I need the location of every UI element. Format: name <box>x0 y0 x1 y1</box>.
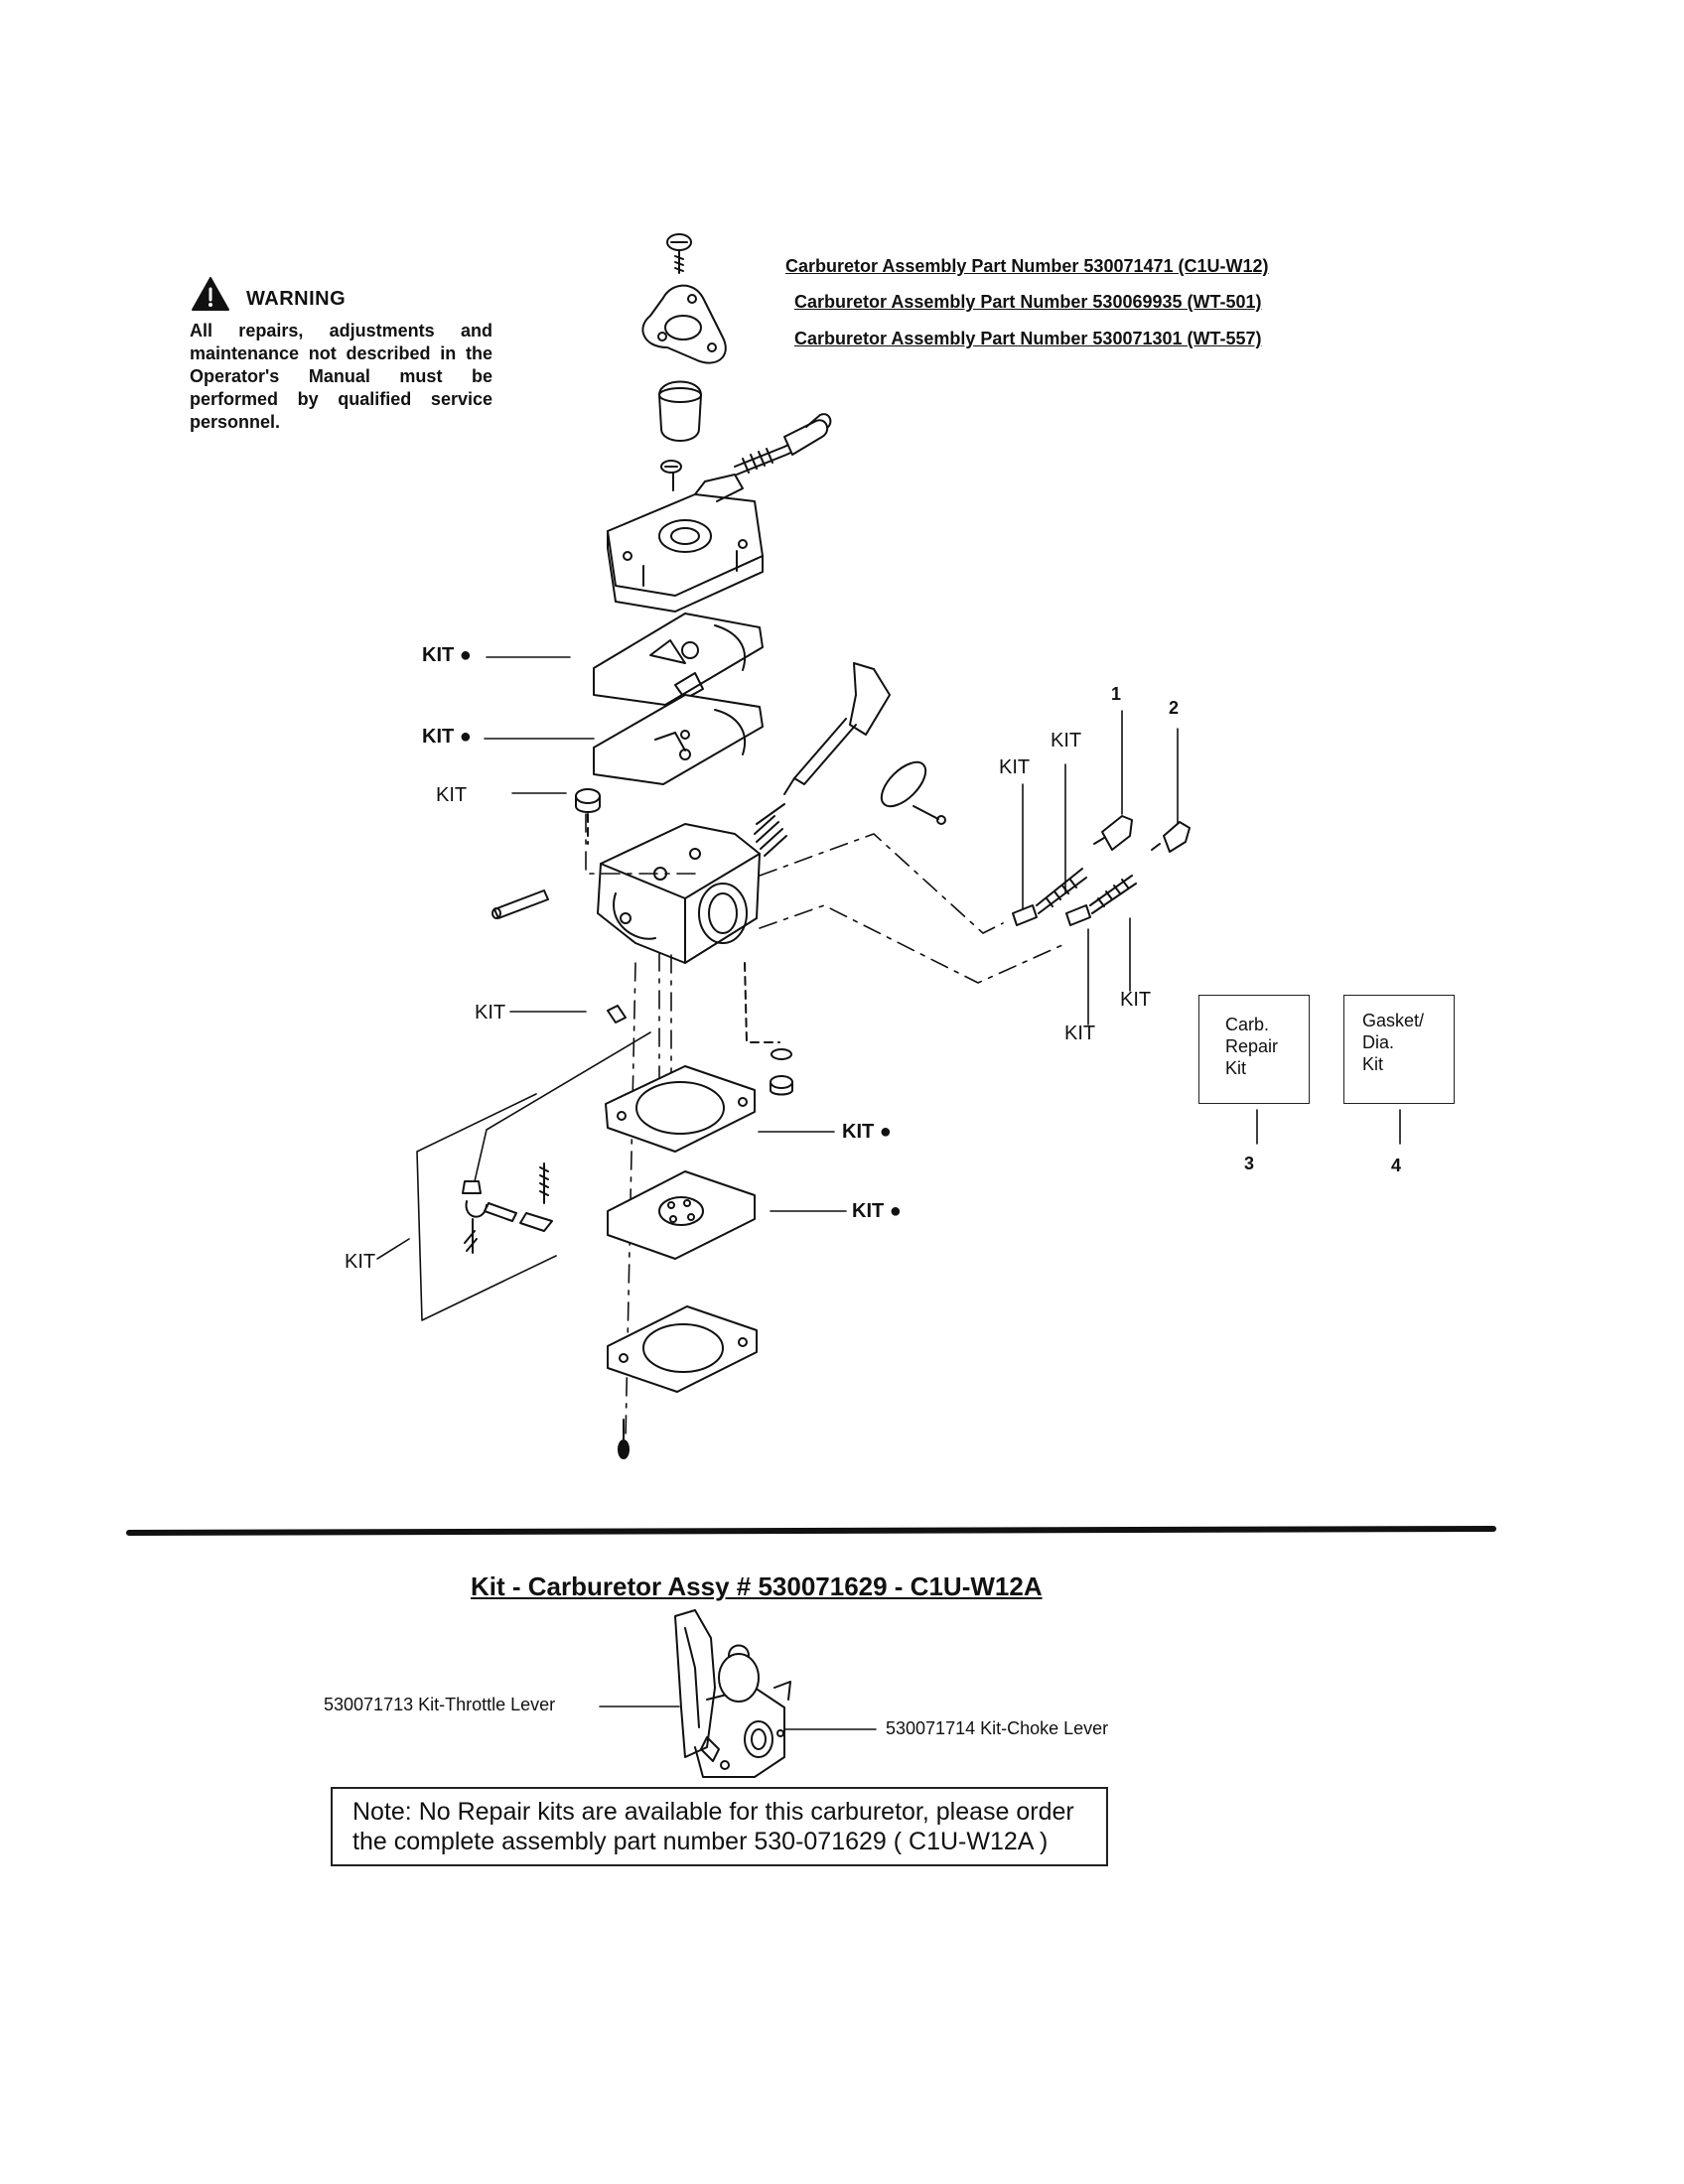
pump-diaphragm-part <box>605 1065 756 1153</box>
pump-gasket-part <box>607 1170 756 1260</box>
kit-leader-lines <box>599 1706 877 1730</box>
flange-gasket-part <box>641 284 727 364</box>
callout-kit-pump-gasket: KIT ● <box>852 1200 902 1222</box>
kit-section-title: Kit - Carburetor Assy # 530071629 - C1U-… <box>471 1571 1043 1601</box>
throttle-shaft-part <box>783 662 946 825</box>
limiter-cap-2-part <box>1151 821 1191 853</box>
welch-plug-part <box>484 1202 517 1222</box>
pump-cover-part <box>607 474 764 613</box>
small-screw-part <box>660 460 682 491</box>
limiter-cap-1-part <box>1093 815 1133 851</box>
metering-diaphragm-part <box>593 694 764 785</box>
assembly-number-1: Carburetor Assembly Part Number 53007147… <box>785 256 1269 276</box>
pin-part <box>491 889 549 919</box>
warning-title: WARNING <box>246 288 347 310</box>
callout-kit-needle: KIT <box>436 784 468 806</box>
callout-kit-screw-b: KIT <box>1051 730 1082 751</box>
inlet-needle-part <box>575 788 601 845</box>
callout-kit-left: KIT <box>345 1251 376 1273</box>
kit-carburetor-illustration <box>674 1609 791 1778</box>
carb-repair-kit-box: Carb. Repair Kit <box>1198 995 1310 1104</box>
callout-kit-jet: KIT <box>475 1002 506 1024</box>
check-valve-small-part <box>462 1180 488 1254</box>
warning-triangle-icon <box>192 277 229 311</box>
metering-gasket-part <box>593 613 764 706</box>
check-valve-part <box>744 962 793 1096</box>
idle-screw-part <box>734 413 832 476</box>
note-line-2: the complete assembly part number 530-07… <box>352 1828 1049 1855</box>
callout-kit-gasket: KIT ● <box>422 644 472 666</box>
callout-leaders <box>376 656 1401 1260</box>
filter-cup-part <box>658 380 702 442</box>
gasket-dia-kit-line-1: Gasket/ <box>1362 1011 1425 1030</box>
bottom-cover-part <box>607 1305 758 1393</box>
jet-part <box>607 1005 627 1024</box>
adjust-screw-1-part <box>1012 868 1087 926</box>
bottom-screw-part <box>618 1419 630 1459</box>
alignment-lines <box>585 813 1063 984</box>
throttle-lever-kit-label: 530071713 Kit-Throttle Lever <box>324 1695 556 1714</box>
choke-lever-kit-label: 530071714 Kit-Choke Lever <box>886 1718 1109 1738</box>
carburetor-body-part <box>597 823 761 964</box>
callout-2: 2 <box>1169 698 1180 718</box>
gasket-dia-kit-line-2: Dia. <box>1362 1032 1395 1052</box>
callout-kit-diaphragm: KIT ● <box>422 726 472 748</box>
callout-kit-pump-diaphragm: KIT ● <box>842 1121 892 1143</box>
callout-kit-screw-c: KIT <box>1064 1023 1096 1044</box>
carb-repair-kit-line-2: Repair <box>1225 1036 1279 1056</box>
assembly-number-3: Carburetor Assembly Part Number 53007130… <box>794 329 1262 348</box>
callout-kit-screw-d: KIT <box>1120 989 1152 1011</box>
section-divider <box>126 1526 1496 1536</box>
carb-repair-kit-line-3: Kit <box>1225 1058 1247 1078</box>
adjust-screw-2-part <box>1065 875 1137 926</box>
warning-text: All repairs, adjustments and maintenance… <box>190 321 492 432</box>
gasket-dia-kit-line-3: Kit <box>1362 1054 1384 1074</box>
gasket-dia-kit-box: Gasket/ Dia. Kit <box>1343 995 1455 1104</box>
note-line-1: Note: No Repair kits are available for t… <box>352 1798 1074 1826</box>
callout-4: 4 <box>1391 1156 1402 1175</box>
throttle-return-spring-part <box>519 1162 553 1232</box>
no-repair-kits-note: Note: No Repair kits are available for t… <box>331 1787 1108 1866</box>
top-screw-part <box>666 233 692 274</box>
throttle-spring-part <box>754 803 787 857</box>
carb-repair-kit-line-1: Carb. <box>1225 1015 1270 1034</box>
callout-kit-screw-a: KIT <box>999 756 1031 778</box>
assembly-number-2: Carburetor Assembly Part Number 53006993… <box>794 292 1262 312</box>
callout-3: 3 <box>1244 1154 1255 1173</box>
left-kit-bracket <box>416 1031 651 1321</box>
callout-1: 1 <box>1111 684 1122 704</box>
